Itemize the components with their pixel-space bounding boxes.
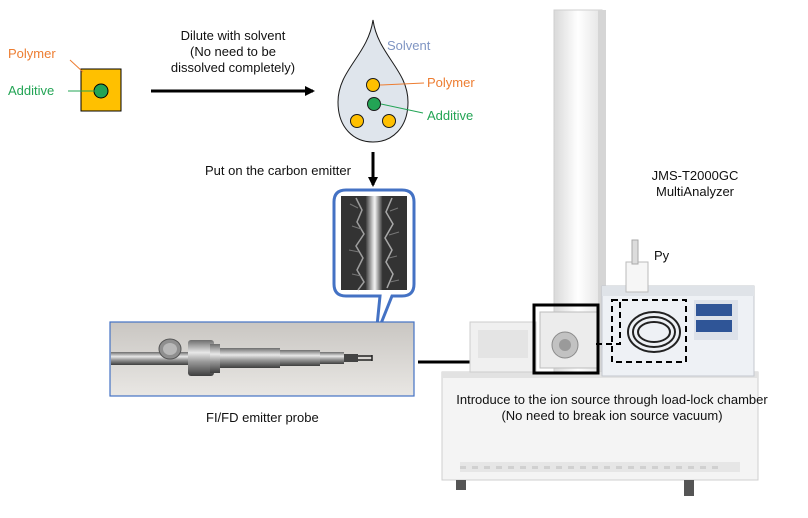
instrument-model: JMS-T2000GC xyxy=(651,168,739,183)
introduce-caption: Introduce to the ion source through load… xyxy=(432,392,792,424)
dilute-line-2: (No need to be xyxy=(189,44,276,59)
additive-label: Additive xyxy=(8,83,55,98)
ion-source-highlight-box xyxy=(532,303,600,375)
solvent-drop xyxy=(337,19,409,143)
instrument-title: JMS-T2000GC MultiAnalyzer xyxy=(620,168,770,200)
drop-polymer-leader xyxy=(379,82,425,86)
solvent-label: Solvent xyxy=(387,38,431,53)
py-label: Py xyxy=(654,248,670,263)
polymer-label: Polymer xyxy=(8,46,56,61)
put-on-emitter-label: Put on the carbon emitter xyxy=(205,163,351,178)
introduce-line-1: Introduce to the ion source through load… xyxy=(456,392,768,407)
dilute-line-3: dissolved completely) xyxy=(170,60,296,75)
instrument-name: MultiAnalyzer xyxy=(655,184,735,199)
emitter-micrograph xyxy=(341,196,407,291)
dilute-caption: Dilute with solvent (No need to be disso… xyxy=(150,28,316,76)
drop-additive-label: Additive xyxy=(427,108,474,123)
sample-square xyxy=(80,68,122,112)
probe-photo xyxy=(109,321,415,397)
polymer-leader-line xyxy=(69,59,84,73)
introduce-line-2: (No need to break ion source vacuum) xyxy=(501,408,723,423)
transfer-line-dashed xyxy=(596,300,621,345)
gc-oven-dashed-outline xyxy=(611,299,687,363)
probe-caption: FI/FD emitter probe xyxy=(206,410,319,425)
dilute-line-1: Dilute with solvent xyxy=(180,28,286,43)
drop-polymer-label: Polymer xyxy=(427,75,475,90)
drop-additive-leader xyxy=(380,103,424,114)
